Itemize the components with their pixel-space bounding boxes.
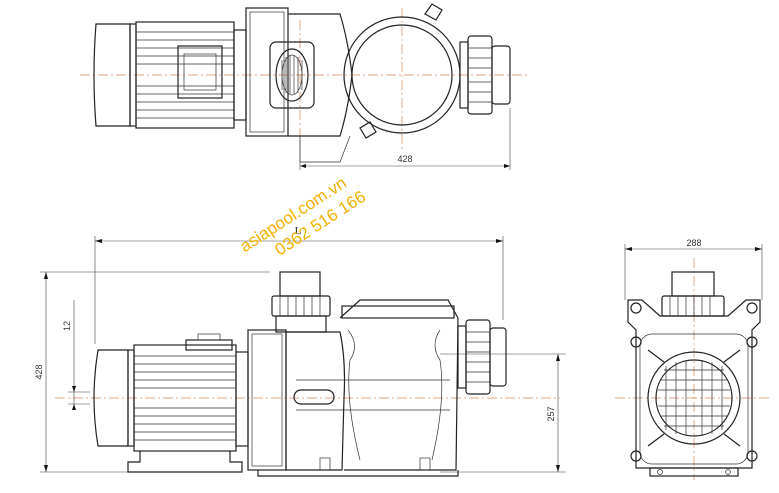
foot-height-label: 12 [62, 321, 72, 331]
width-label: 288 [686, 238, 701, 248]
overall-length-label: L [295, 225, 302, 237]
side-view: L 428 12 257 [34, 225, 566, 477]
front-view: 288 [615, 238, 770, 480]
watermark: asiapool.com.vn 0362 516 166 [237, 173, 370, 259]
top-view: 428 [80, 3, 530, 170]
axis-height-label: 257 [546, 406, 556, 421]
top-view-length-label: 428 [397, 154, 412, 164]
height-label: 428 [34, 364, 44, 379]
